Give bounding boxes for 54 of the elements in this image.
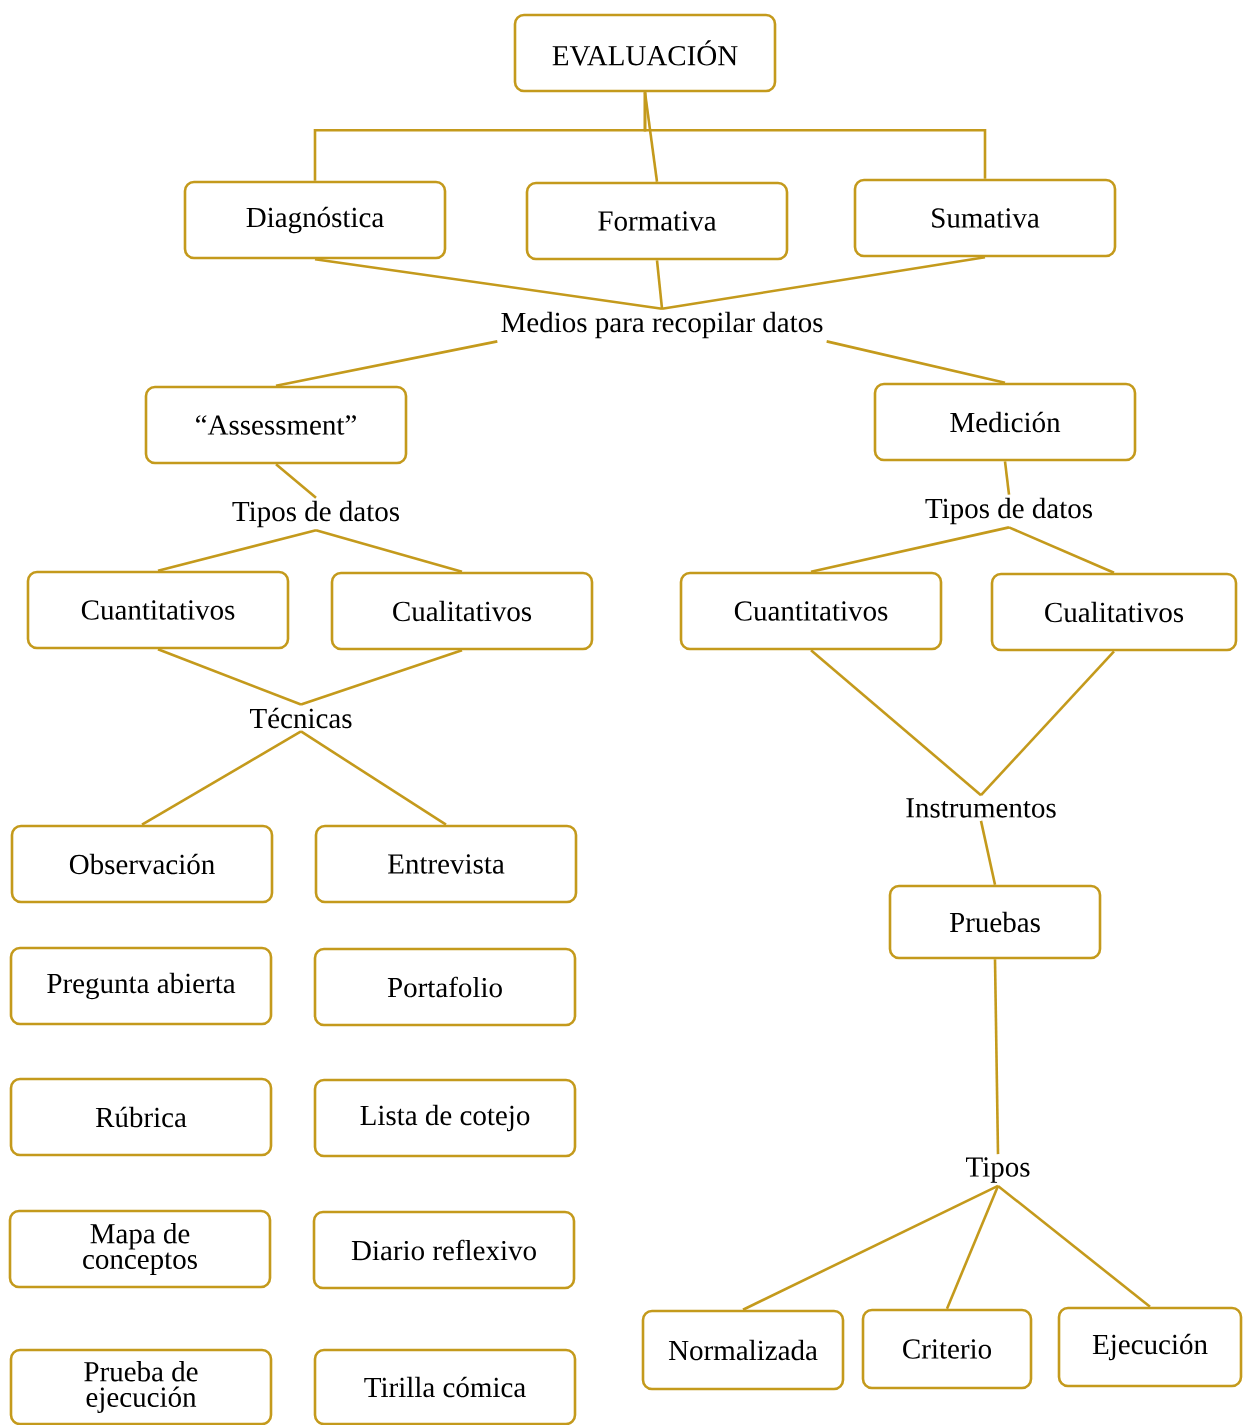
branch-label: Técnicas: [250, 707, 352, 729]
connector-line: [315, 529, 463, 573]
process-box: Prueba de ejecución: [9, 1348, 273, 1425]
connector-line: [300, 730, 447, 826]
branch-label: Tipos de datos: [232, 500, 399, 528]
process-box: Criterio: [861, 1308, 1033, 1390]
process-box: Medición: [873, 382, 1137, 462]
connector-line: [655, 260, 664, 309]
process-box: Entrevista: [314, 824, 578, 904]
connector-line: [979, 820, 997, 885]
connector-line: [980, 650, 1115, 797]
branch-label: Tipos de datos: [925, 497, 1092, 525]
process-box: Formativa: [525, 181, 789, 261]
connector-line: [997, 1184, 1151, 1308]
process-box: Cualitativos: [990, 572, 1238, 652]
connector-line: [643, 92, 659, 182]
branch-label: Tipos: [966, 1157, 1030, 1183]
connector-line: [1003, 461, 1011, 495]
process-box: Mapa de conceptos: [8, 1209, 272, 1289]
connector-line: [275, 463, 317, 499]
connector-line: [810, 649, 982, 797]
connector-line: [661, 256, 986, 310]
process-box: Portafolio: [313, 947, 577, 1027]
connector-line: [810, 526, 1010, 573]
branch-label: Instrumentos: [906, 798, 1056, 818]
connector-line: [742, 1184, 999, 1311]
process-box: Pregunta abierta: [9, 946, 273, 1026]
process-box: Cuantitativos: [26, 570, 290, 650]
process-box: Pruebas: [888, 884, 1102, 960]
process-box: Cualitativos: [330, 571, 594, 651]
connector-line: [643, 92, 987, 179]
process-box: Rúbrica: [9, 1077, 273, 1157]
process-box: Diagnóstica: [183, 180, 447, 260]
process-box: Tirilla cómica: [313, 1348, 577, 1425]
process-box: Lista de cotejo: [313, 1078, 577, 1158]
connector-line: [993, 959, 1000, 1155]
connector-line: [157, 529, 317, 572]
connector-line: [157, 648, 302, 706]
process-box: EVALUACIÓN: [513, 13, 777, 93]
process-box: Normalizada: [641, 1309, 845, 1391]
connector-line: [300, 649, 463, 706]
connector-line: [141, 730, 302, 826]
connector-line: [275, 340, 498, 387]
connector-line: [1008, 526, 1115, 574]
connector-line: [314, 258, 663, 310]
branch-label: Medios para recopilar datos: [501, 311, 823, 339]
process-box: Cuantitativos: [679, 571, 943, 651]
process-box: Ejecución: [1057, 1306, 1243, 1388]
connector-line: [945, 1185, 1000, 1310]
process-box: “Assessment”: [144, 385, 408, 465]
process-box: Sumativa: [853, 178, 1117, 258]
process-box: Diario reflexivo: [312, 1210, 576, 1290]
process-box: Observación: [10, 824, 274, 904]
connector-line: [826, 340, 1006, 384]
